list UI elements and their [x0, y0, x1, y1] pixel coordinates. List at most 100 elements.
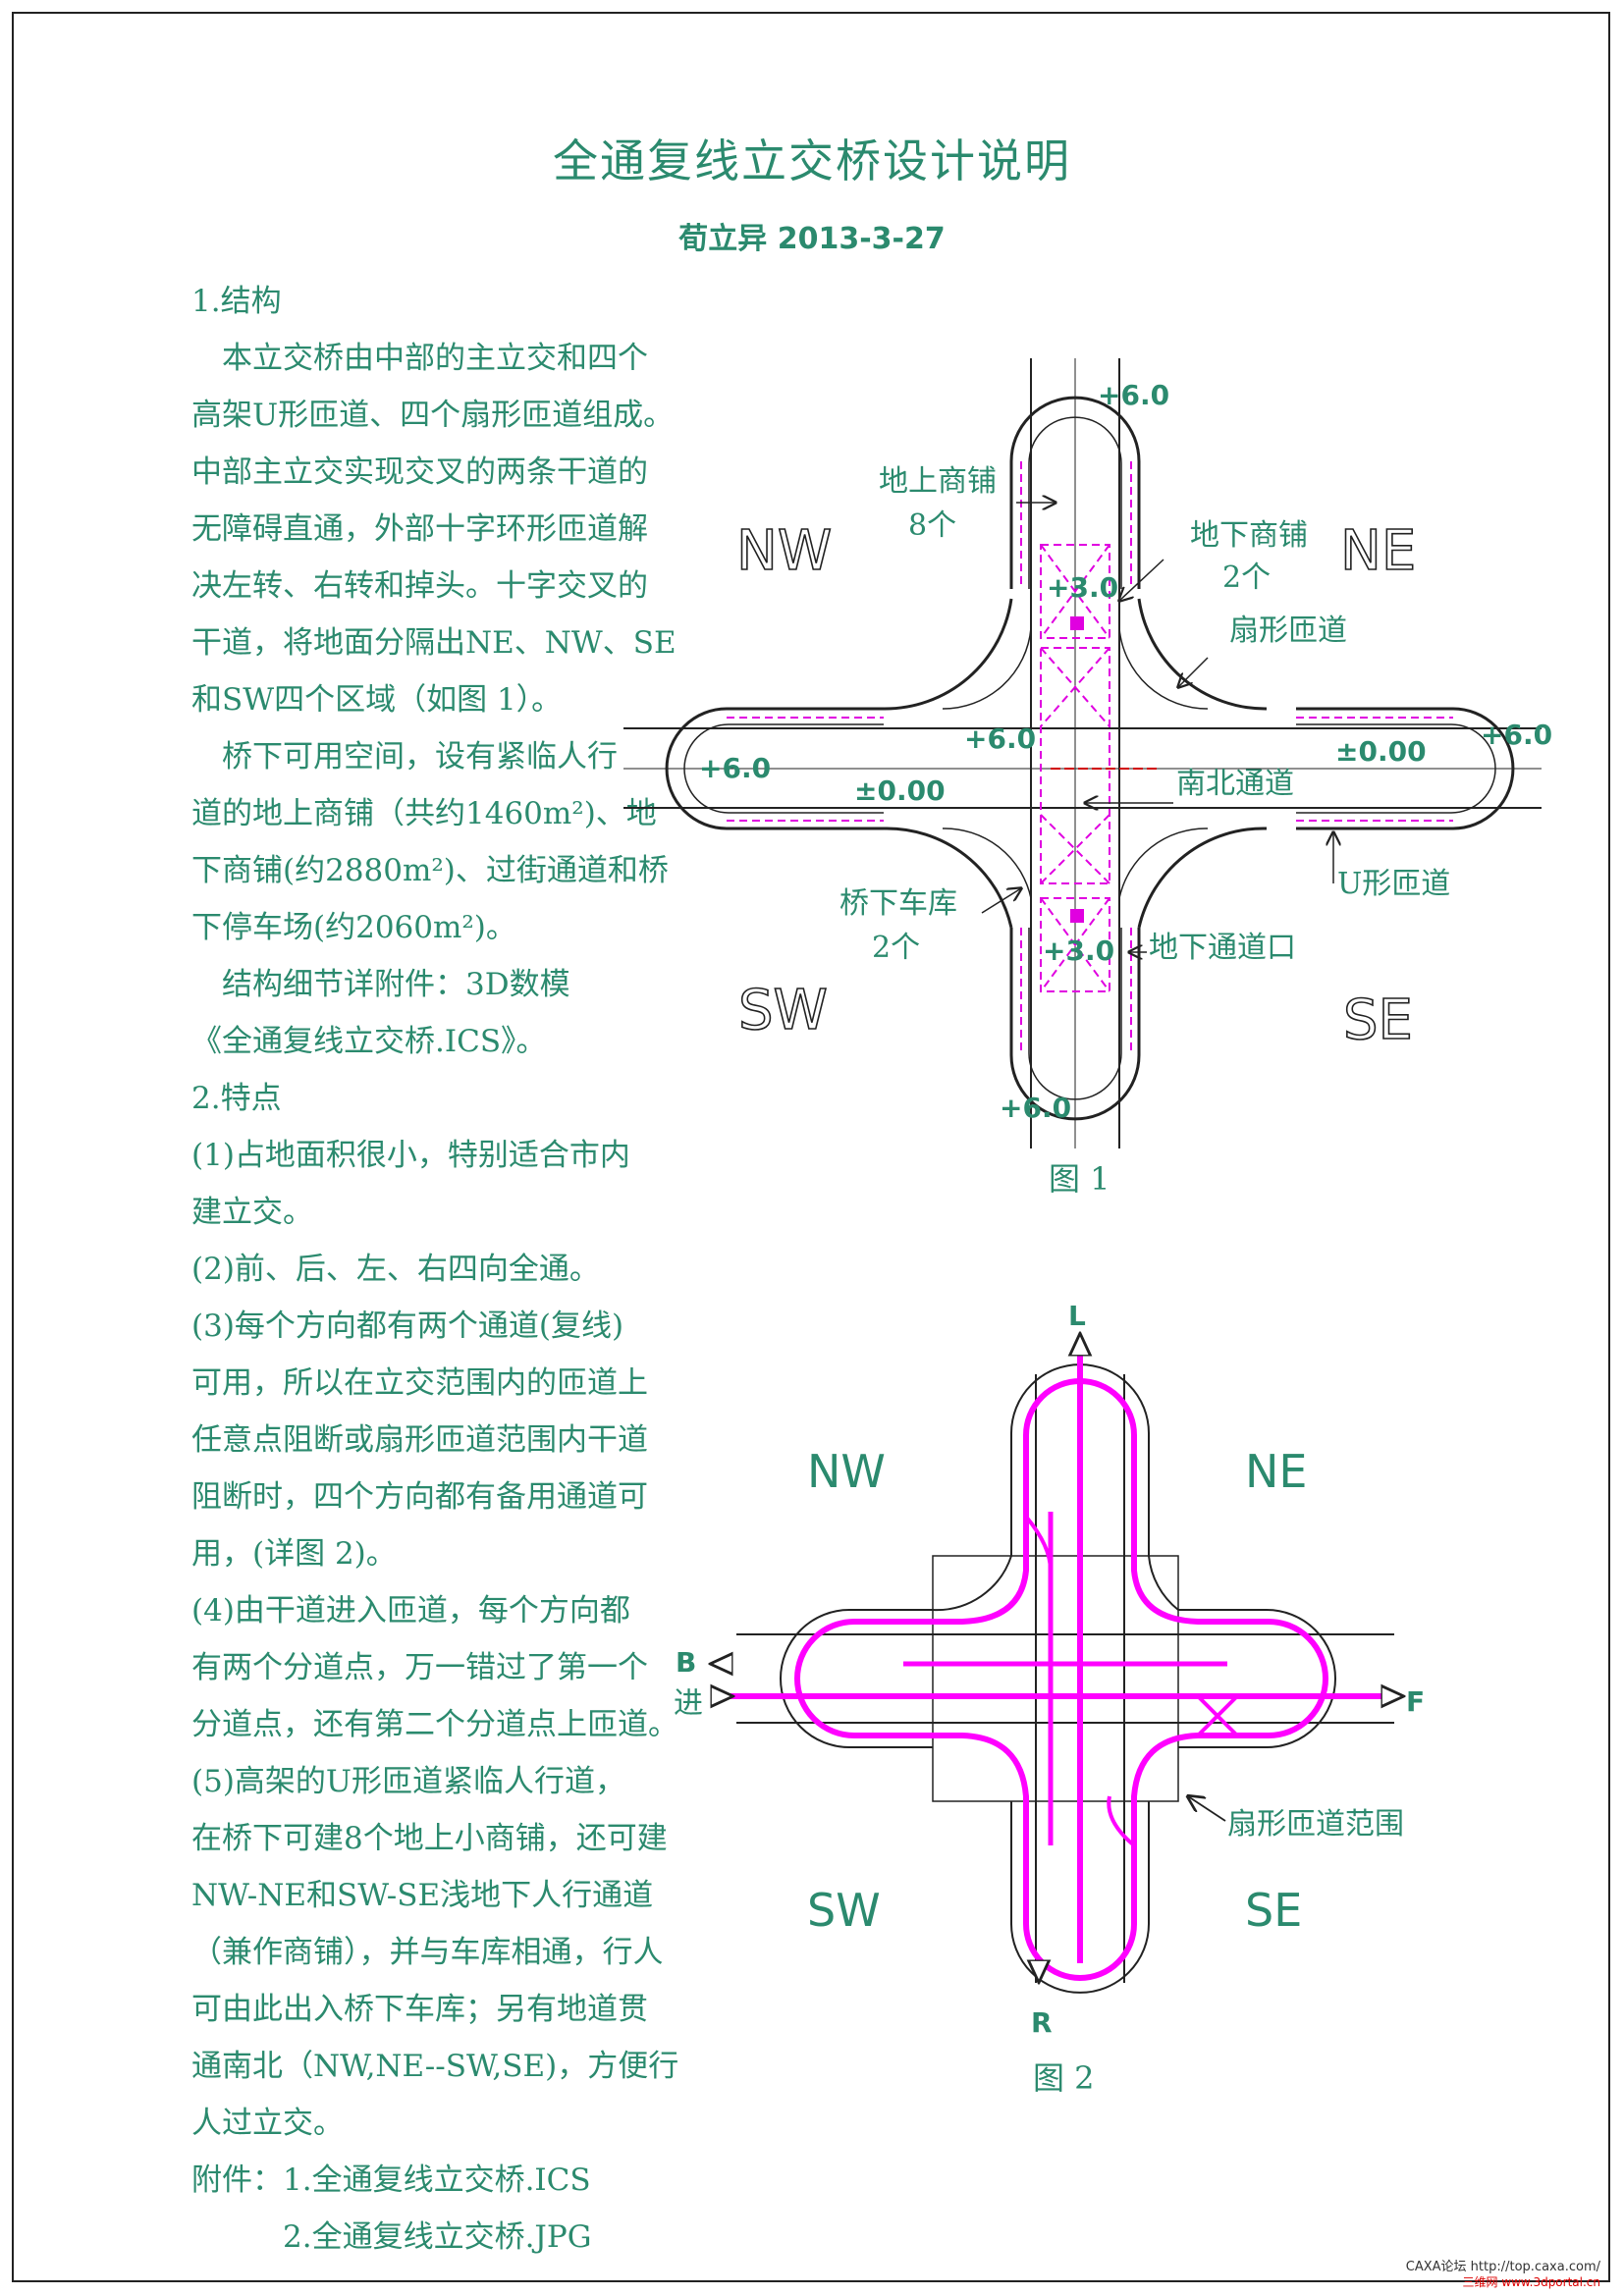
- fig2-caption: 图 2: [1033, 2059, 1095, 2097]
- label-shops-above-2: 8个: [908, 508, 956, 543]
- u-ramp-south: [1009, 928, 1141, 1121]
- text-line: 用，(详图 2)。: [191, 1536, 397, 1572]
- fig2-route-loop: [794, 1378, 1328, 1981]
- text-line: 在桥下可建8个地上小商铺，还可建: [191, 1821, 668, 1856]
- text-line: 任意点阻断或扇形匝道范围内干道: [191, 1422, 648, 1458]
- elev-top: +6.0: [1098, 379, 1169, 411]
- fan-ramp-sw-inner: [942, 828, 1032, 899]
- text-line: 中部主立交实现交叉的两条干道的: [191, 454, 648, 490]
- text-line: 无障碍直通，外部十字环形匝道解: [191, 511, 648, 547]
- fan-ramp-se-inner: [1118, 828, 1209, 899]
- center-marker-north: [1070, 616, 1084, 630]
- text-line: 道的地上商铺（共约1460m²)、地: [191, 796, 657, 831]
- fig1-zone-sw: SW: [738, 979, 828, 1042]
- elev-ground-left: ±0.00: [854, 774, 946, 807]
- dir-b: B: [676, 1646, 696, 1679]
- fig1-caption: 图 1: [1049, 1160, 1110, 1198]
- text-line: 可由此出入桥下车库；另有地道贯: [191, 1992, 648, 2027]
- u-ramp-north-inner: [1028, 416, 1122, 589]
- text-line: 高架U形匝道、四个扇形匝道组成。: [191, 398, 675, 433]
- elev-bottom: +6.0: [1000, 1092, 1071, 1124]
- u-ramp-south-inner: [1028, 928, 1122, 1100]
- fan-ramp-se: [1137, 827, 1268, 929]
- fig2-zone-sw: SW: [807, 1884, 881, 1937]
- dir-l: L: [1068, 1300, 1086, 1332]
- fig1-zone-ne: NE: [1340, 519, 1416, 583]
- fig2-zone-ne: NE: [1245, 1445, 1307, 1498]
- u-ramp-north: [1009, 396, 1141, 589]
- label-fan-range: 扇形匝道范围: [1227, 1807, 1404, 1842]
- u-ramp-west: [665, 707, 884, 830]
- text-line: 可用，所以在立交范围内的匝道上: [191, 1365, 648, 1401]
- text-line: (2)前、后、左、右四向全通。: [191, 1252, 600, 1287]
- text-line: 结构细节详附件：3D数模: [191, 967, 570, 1002]
- fan-ramp-sw: [883, 827, 1013, 929]
- fig2-zone-nw: NW: [807, 1445, 886, 1498]
- label-garage-2: 2个: [872, 931, 920, 965]
- u-ramp-west-inner: [683, 723, 884, 814]
- text-line: (1)占地面积很小，特别适合市内: [191, 1138, 630, 1173]
- label-shops-below-2: 2个: [1222, 561, 1271, 595]
- text-line: 2.特点: [191, 1081, 282, 1116]
- elev-mid-top: +3.0: [1047, 571, 1118, 604]
- footer-site: CAXA论坛 http://top.caxa.com/: [1405, 2260, 1600, 2274]
- footer-watermark: 三维网 www.3dportal.cn: [1462, 2275, 1600, 2289]
- fig2-fan-ne: [1148, 1555, 1179, 1611]
- page-title: 全通复线立交桥设计说明: [553, 134, 1071, 187]
- fig2-fan-nw: [932, 1555, 1012, 1612]
- label-shops-below-1: 地下商铺: [1190, 518, 1308, 553]
- text-line: (3)每个方向都有两个通道(复线): [191, 1308, 624, 1344]
- fig2-ramp-west: [780, 1609, 933, 1748]
- leader-fan-range: [1188, 1796, 1226, 1822]
- label-underpass: 地下通道口: [1149, 931, 1296, 965]
- label-shops-above-1: 地上商铺: [879, 464, 997, 499]
- fan-ramp-ne-inner: [1118, 627, 1209, 710]
- elev-mid-bottom: +3.0: [1043, 934, 1114, 967]
- fig2-split-north: [1024, 1515, 1053, 1572]
- description-text: 1.结构 本立交桥由中部的主立交和四个高架U形匝道、四个扇形匝道组成。中部主立交…: [191, 273, 678, 2266]
- fig1-zone-se: SE: [1343, 988, 1413, 1052]
- label-fan-ramp: 扇形匝道: [1229, 614, 1347, 648]
- fig2-split-south: [1107, 1795, 1136, 1847]
- text-line: 2.全通复线立交桥.JPG: [191, 2219, 592, 2255]
- fig1-zone-nw: NW: [736, 519, 832, 583]
- fig2-ramp-south: [1010, 1801, 1150, 1994]
- label-u-ramp: U形匝道: [1337, 867, 1450, 901]
- text-line: (5)高架的U形匝道紧临人行道，: [191, 1764, 626, 1799]
- figure-1-labels: NW NE SW SE +6.0 +6.0 +6.0 +6.0 +6.0 +3.…: [699, 379, 1552, 1198]
- fan-range-box: [932, 1555, 1179, 1802]
- elev-right: +6.0: [1481, 719, 1552, 751]
- dir-enter: 进: [674, 1686, 703, 1721]
- fig2-cross-east: [1196, 1694, 1239, 1737]
- text-line: 建立交。: [191, 1195, 313, 1230]
- elev-ground-right: ±0.00: [1335, 735, 1427, 768]
- figure-2-labels: NW NE SW SE L R B 进 F 扇形匝道范围 图 2: [674, 1300, 1425, 2097]
- drawing-frame: [12, 12, 1610, 2282]
- author-date: 荀立异 2013-3-27: [678, 222, 946, 256]
- text-line: 干道，将地面分隔出NE、NW、SE: [191, 625, 677, 661]
- text-line: 1.结构: [191, 284, 282, 319]
- text-line: 分道点，还有第二个分道点上匝道。: [191, 1707, 678, 1742]
- dir-r: R: [1031, 2006, 1053, 2039]
- text-line: 阻断时，四个方向都有备用通道可: [191, 1479, 648, 1515]
- garage-box-south: [1040, 897, 1110, 992]
- figure-2: [712, 1335, 1402, 1994]
- text-line: (4)由干道进入匝道，每个方向都: [191, 1593, 630, 1629]
- text-line: 桥下可用空间，设有紧临人行: [191, 739, 618, 774]
- fig2-ramp-east: [1178, 1609, 1336, 1748]
- text-line: NW-NE和SW-SE浅地下人行通道: [191, 1878, 654, 1913]
- leader-garage: [981, 888, 1021, 914]
- text-line: （兼作商铺），并与车库相通，行人: [191, 1935, 664, 1970]
- center-marker-south: [1070, 909, 1084, 923]
- text-line: 和SW四个区域（如图 1）。: [191, 682, 563, 718]
- label-garage-1: 桥下车库: [839, 886, 957, 921]
- elev-center-left: +6.0: [964, 722, 1036, 755]
- elev-left: +6.0: [699, 752, 771, 784]
- text-line: 本立交桥由中部的主立交和四个: [191, 341, 648, 376]
- fig2-zone-se: SE: [1245, 1884, 1302, 1937]
- text-line: 有两个分道点，万一错过了第一个: [191, 1650, 648, 1685]
- text-line: 《全通复线立交桥.ICS》。: [191, 1024, 547, 1059]
- fan-ramp-nw: [883, 598, 1013, 711]
- figure-1: [623, 358, 1542, 1148]
